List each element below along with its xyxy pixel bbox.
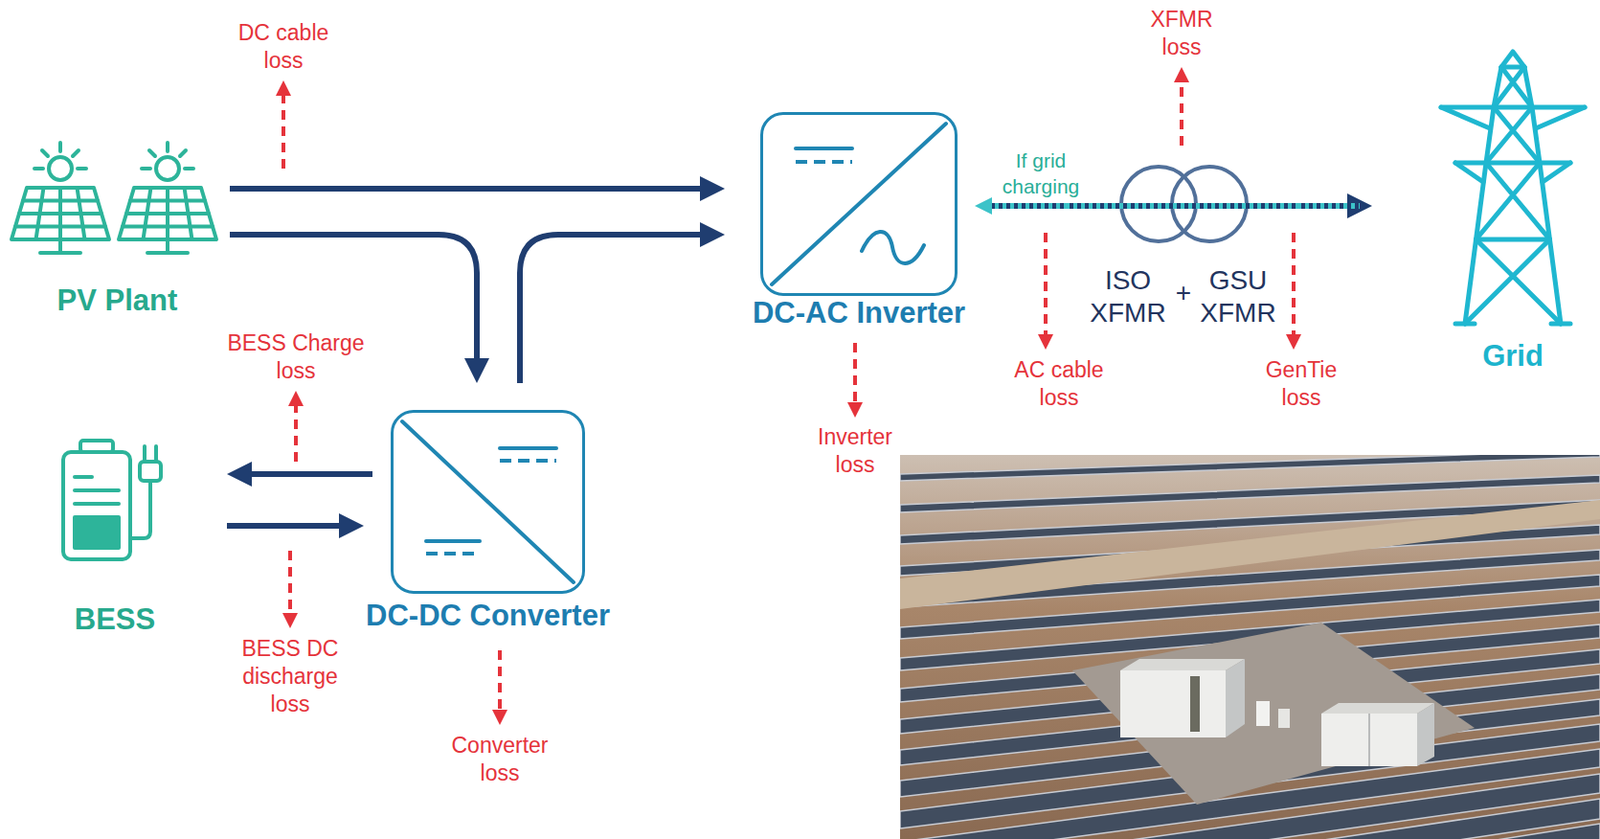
connector-line (226, 522, 352, 529)
loss-label: GenTie loss (1253, 356, 1350, 412)
transformer-label: + (1173, 276, 1194, 310)
node-title: PV Plant (57, 283, 179, 318)
loss-label: XFMR loss (1141, 5, 1223, 62)
transformer-label: GSU XFMR (1190, 264, 1286, 330)
transformer-symbol (1065, 166, 1300, 242)
connector-line (229, 185, 713, 192)
grid-tower-icon (1441, 51, 1585, 324)
converter-symbol (402, 421, 574, 583)
power-flow-arrow (519, 234, 713, 384)
connector-dots (1297, 202, 1360, 209)
edge-label: If grid charging (995, 147, 1087, 200)
dotted-power-line (1297, 205, 1360, 207)
pv-panel (118, 142, 217, 253)
inverter-symbol (771, 123, 947, 285)
node-title: DC-AC Inverter (752, 295, 966, 331)
transformer-label: ISO XFMR (1080, 264, 1176, 330)
node-title: Grid (1482, 338, 1544, 374)
dotted-power-line (983, 205, 1068, 207)
transformer-node: ISO XFMR+GSU XFMR (1067, 157, 1298, 340)
power-flow-arrow (229, 188, 713, 190)
loss-label: DC cable loss (228, 19, 339, 75)
inverter-box: DC-AC Inverter (760, 112, 958, 296)
pv-panel (11, 142, 110, 253)
connector-dots (983, 202, 1068, 209)
connector-line (1297, 202, 1360, 209)
pv-panel-icon (11, 142, 217, 253)
converter-box: DC-DC Converter (390, 409, 586, 594)
loss-label: Inverter loss (807, 423, 903, 479)
battery-icon (63, 440, 161, 560)
pv-plant-node: PV Plant (9, 134, 226, 318)
connector-line (519, 234, 713, 384)
bess-node: BESS (43, 430, 187, 637)
connector-line (983, 202, 1068, 209)
power-flow-arrow (226, 525, 352, 527)
loss-label: AC cable loss (1005, 356, 1113, 412)
site-photo (900, 454, 1600, 839)
node-title: BESS (74, 602, 156, 637)
grid-node: Grid (1436, 43, 1590, 374)
loss-label: BESS DC discharge loss (233, 634, 347, 719)
connector-line (239, 471, 373, 477)
loss-label: Converter loss (442, 731, 558, 788)
power-flow-arrow (239, 473, 373, 475)
loss-label: BESS Charge loss (217, 329, 376, 385)
node-title: DC-DC Converter (365, 598, 610, 633)
